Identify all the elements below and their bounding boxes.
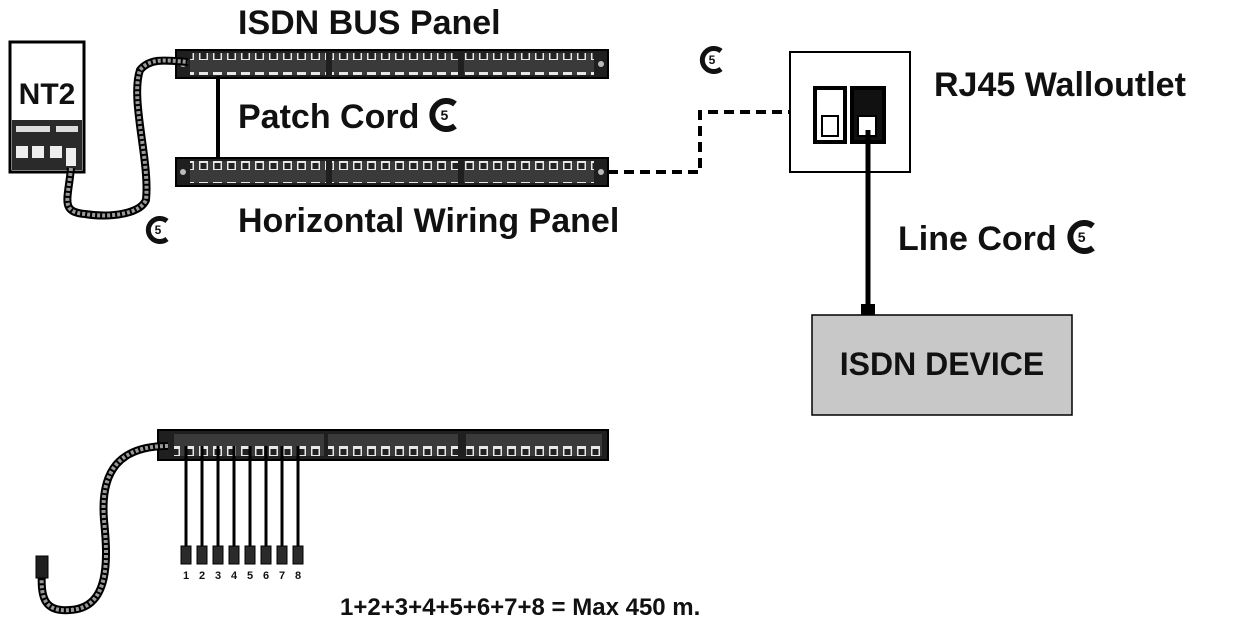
max-length-formula: 1+2+3+4+5+6+7+8 = Max 450 m. — [340, 594, 701, 621]
horizontal-wiring-panel-label: Horizontal Wiring Panel — [238, 202, 620, 240]
bottom-feed-cable — [37, 442, 169, 615]
port-number: 4 — [230, 570, 238, 582]
port-number: 7 — [278, 570, 286, 582]
port-number: 1 — [182, 570, 190, 582]
line-cord-label: Line Cord 5 — [898, 220, 1099, 256]
port-number: 3 — [214, 570, 222, 582]
category-5-icon: 5 — [144, 216, 172, 244]
drop-cables — [180, 446, 304, 565]
isdn-device-label: ISDN DEVICE — [839, 346, 1045, 382]
port-number: 8 — [294, 570, 302, 582]
line-cord-text: Line Cord — [898, 220, 1057, 258]
category-5-number: 5 — [708, 53, 716, 67]
horizontal-cable — [608, 110, 790, 174]
isdn-bus-panel — [175, 49, 609, 79]
category-5-icon: 5 — [1065, 220, 1099, 254]
category-5-number: 5 — [154, 223, 162, 237]
nt2-label: NT2 — [18, 78, 76, 111]
patch-cord-label: Patch Cord 5 — [238, 98, 461, 134]
nt2-device — [8, 40, 86, 174]
port-number: 6 — [262, 570, 270, 582]
isdn-device-box — [811, 314, 1073, 416]
patch-cord-text: Patch Cord — [238, 98, 420, 136]
horizontal-wiring-panel — [175, 157, 609, 187]
port-number: 5 — [246, 570, 254, 582]
category-5-number: 5 — [1077, 229, 1086, 245]
bottom-bus-panel — [157, 429, 609, 461]
isdn-bus-panel-label: ISDN BUS Panel — [238, 4, 501, 42]
category-5-icon: 5 — [427, 98, 461, 132]
port-number: 2 — [198, 570, 206, 582]
rj45-walloutlet — [789, 51, 911, 173]
category-5-number: 5 — [440, 107, 449, 123]
category-5-icon: 5 — [698, 46, 726, 74]
rj45-walloutlet-label: RJ45 Walloutlet — [934, 66, 1186, 104]
